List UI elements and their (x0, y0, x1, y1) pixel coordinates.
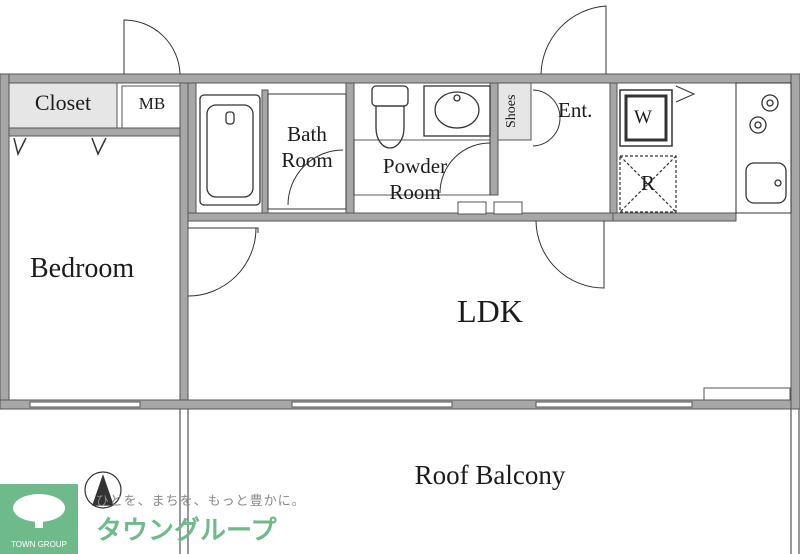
tree-logo-icon (13, 494, 65, 528)
windows (29, 387, 791, 408)
closet-label: Closet (34, 90, 92, 115)
closet-area (8, 82, 118, 129)
mb-label: MB (138, 94, 166, 113)
stove-burner-icon (749, 94, 779, 134)
mb-box (121, 85, 181, 129)
entrance-label: Ent. (558, 98, 593, 122)
kitchen-sink-icon (745, 162, 787, 204)
kitchen-counter (735, 82, 792, 214)
company-logo: TOWN GROUP (0, 484, 78, 554)
roof-balcony-label: Roof Balcony (414, 460, 566, 490)
powder-label-line1: Powder (382, 154, 448, 178)
floor-vents (457, 201, 523, 215)
bath-label-line2: Room (281, 148, 333, 172)
washer-label: W (634, 107, 652, 128)
bath-label-line1: Bath (287, 122, 327, 146)
sink-icon (423, 85, 491, 137)
powder-label-line2: Room (389, 180, 441, 204)
roof-balcony-outline (179, 409, 800, 554)
outer-walls (0, 73, 800, 410)
bathtub-icon (199, 94, 261, 206)
bath-divider (267, 93, 347, 210)
shoes-label: Shoes (504, 94, 519, 128)
shoes-cabinet (497, 82, 532, 141)
ldk-label: LDK (457, 293, 523, 329)
interior-walls (8, 82, 743, 401)
bedroom-label: Bedroom (30, 253, 135, 284)
washer-icon (619, 89, 673, 147)
toilet-icon (371, 85, 409, 149)
fridge-label: R (640, 171, 655, 195)
powder-floor (353, 139, 491, 196)
compass-icon (84, 471, 122, 509)
closet-hanger-icon (13, 137, 107, 157)
washer-vent (675, 85, 696, 103)
company-tagline: ひとを、まちを、もっと豊かに。 (96, 494, 306, 509)
company-brand: タウングループ (96, 516, 277, 546)
door-swings (123, 5, 607, 297)
bath-room-label: Bath Room (272, 121, 342, 173)
powder-room-label: Powder Room (360, 153, 470, 205)
fridge-icon (619, 155, 677, 213)
company-name: TOWN GROUP (11, 540, 67, 549)
